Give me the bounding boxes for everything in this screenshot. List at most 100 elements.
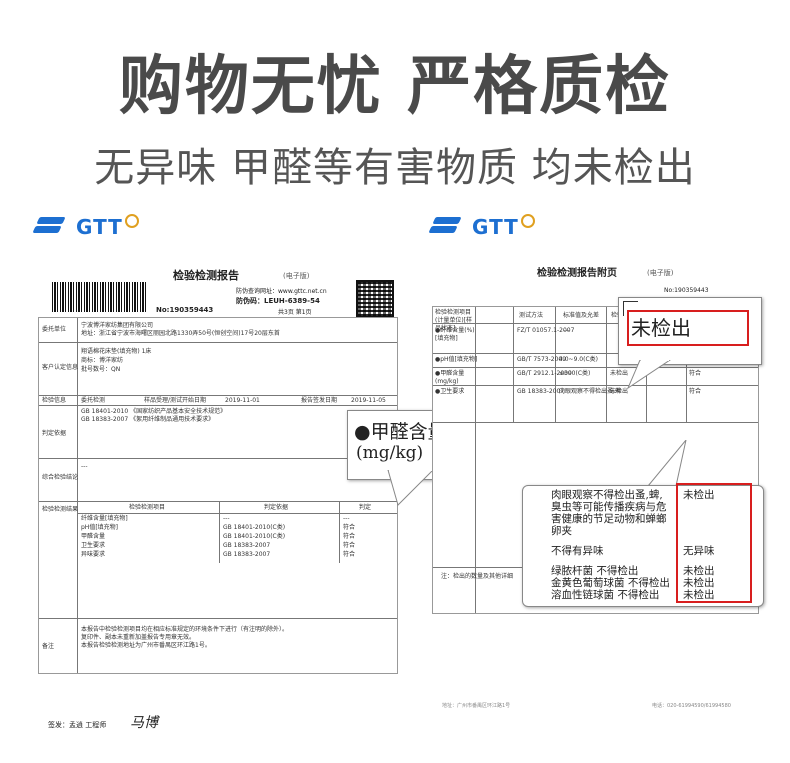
- row-std: 4.0~9.0(C类): [559, 356, 598, 363]
- col-item: 检验检测项目(计量单位)[样品状态]: [435, 309, 473, 332]
- logo-text: GTT: [472, 215, 519, 239]
- result-judge: ---: [343, 515, 350, 522]
- callout-title: ●甲醛含量: [354, 421, 447, 443]
- client-label: 委托单位: [42, 326, 67, 333]
- hygiene-requirements: 肉眼观察不得检出蚤,蜱, 臭虫等可能传播疾病与危 害健康的节足动物和蝉螂 卵夹 …: [551, 489, 670, 601]
- flower-icon: [124, 214, 139, 228]
- signature: 马博: [130, 715, 158, 731]
- left-report-title: 检验检测报告: [173, 269, 239, 282]
- not-detected-callout: 未检出: [618, 297, 762, 365]
- result-item: 甲醛含量: [81, 533, 106, 540]
- red-highlight: [676, 483, 752, 603]
- right-report-title: 检验检测报告附页: [537, 268, 617, 279]
- callout-pointer: [387, 470, 434, 506]
- result-basis: GB 18383-2007: [223, 551, 271, 558]
- signer: 签发：孟逍 工程师: [48, 721, 107, 729]
- right-remark: 注：检出的数量及其他详细: [441, 573, 514, 580]
- result-value: 未检出: [683, 489, 715, 501]
- remark-1: 本报告中检验检测项目均在相应标准规定的环境条件下进行（有注明的除外）。: [81, 626, 289, 633]
- row-method: FZ/T 01057.1-2007: [517, 327, 575, 334]
- row-method: GB/T 2912.1-2009: [517, 370, 572, 377]
- hygiene-line: 害健康的节足动物和蝉螂: [551, 513, 667, 525]
- gtt-logo-left: GTT: [32, 214, 139, 239]
- bacteria-line: 溶血性链球菌 不得检出: [551, 589, 660, 601]
- basis-label: 判定依据: [42, 430, 67, 437]
- anti-fake-code: 防伪码：LEUH-6389-54: [236, 297, 320, 305]
- info-received: 样品受理/测试开始日期: [144, 397, 207, 404]
- results-label: 检验检测结果: [42, 506, 79, 513]
- hygiene-line: 臭虫等可能传播疾病与危: [551, 501, 667, 513]
- row-result: 未检出: [610, 388, 629, 395]
- report-number: No:190359443: [156, 306, 214, 314]
- hygiene-line: 卵夹: [551, 525, 572, 537]
- formaldehyde-callout: ●甲醛含量 (mg/kg): [347, 410, 499, 480]
- row-result: 未检出: [610, 370, 629, 377]
- col-method: 测试方法: [519, 312, 544, 319]
- result-judge: 符合: [343, 533, 356, 540]
- hygiene-line: 肉眼观察不得检出蚤,蜱,: [551, 489, 663, 501]
- result-basis: ---: [223, 515, 230, 522]
- left-report: 检验检测报告 (电子版) No:190359443 防伪查询网址：www.gtt…: [38, 262, 398, 682]
- row-item: ●pH值[填充物]: [435, 356, 478, 363]
- conclusion-label: 综合检验结论: [42, 474, 79, 481]
- remark-2: 复印件、副本未重新加盖报告专用章无效。: [81, 634, 196, 641]
- left-report-table: 委托单位 宁波博洋家纺集团有限公司 地址：浙江省宁波市海曙区丽园北路1330弄5…: [38, 317, 398, 674]
- footer-tel: 电话：020-61994590/61994580: [652, 703, 731, 709]
- result-value: 未检出: [683, 589, 715, 601]
- info-date: 2019-11-01: [225, 397, 260, 404]
- result-item: 卫生要求: [81, 542, 106, 549]
- col-item: 检验检测项目: [129, 504, 166, 511]
- info-type: 委托检测: [81, 397, 106, 404]
- remark-label: 备注: [42, 643, 55, 650]
- info-issue: 报告签发日期: [301, 397, 338, 404]
- row-item: ●甲醛含量(mg/kg): [435, 370, 465, 385]
- logo-text: GTT: [76, 215, 123, 239]
- qr-code: [356, 280, 394, 318]
- gtt-logo-icon: [32, 215, 70, 239]
- red-highlight: [627, 310, 749, 346]
- result-item: 异味要求: [81, 551, 106, 558]
- query-site: 防伪查询网址：www.gttc.net.cn: [236, 288, 327, 295]
- col-judge: 判定: [359, 504, 372, 511]
- col-std: 标准值及允差: [563, 312, 600, 319]
- basis-2: GB 18383-2007 《絮用纤维制品通用技术要求》: [81, 416, 215, 423]
- result-judge: 符合: [343, 551, 356, 558]
- sample-label: 客户认定信息: [42, 364, 79, 371]
- result-value: 无异味: [683, 545, 715, 557]
- sample-brand: 商标：博洋家纺: [81, 357, 124, 364]
- result-value: 未检出: [683, 565, 715, 577]
- gtt-logo-icon: [428, 215, 466, 239]
- row-method: GB/T 7573-2009: [517, 356, 567, 363]
- client-address: 地址：浙江省宁波市海曙区丽园北路1330弄50号(恒创空间)17号20层东首: [81, 330, 280, 337]
- left-report-tag: (电子版): [283, 272, 310, 280]
- hygiene-results: 未检出 无异味 未检出 未检出 未检出: [683, 489, 715, 601]
- sample-name: 翔语棉花床垫(填充物) 1床: [81, 348, 152, 355]
- basis-1: GB 18401-2010 《国家纺织产品基本安全技术规范》: [81, 408, 227, 415]
- hygiene-callout: 肉眼观察不得检出蚤,蜱, 臭虫等可能传播疾病与危 害健康的节足动物和蝉螂 卵夹 …: [522, 483, 764, 607]
- result-judge: 符合: [343, 542, 356, 549]
- row-std: 肉眼观察不得检出蚤,蜱: [559, 388, 621, 395]
- info-label: 检验信息: [42, 397, 67, 404]
- result-judge: 符合: [343, 524, 356, 531]
- flower-icon: [520, 214, 535, 228]
- row-item: ●卫生要求: [435, 388, 465, 395]
- row-judge: 符合: [689, 370, 702, 377]
- remark-3: 本报告检验检测地址为广州市番禺区环江路1号。: [81, 642, 211, 649]
- right-report-tag: (电子版): [647, 269, 674, 277]
- odor-line: 不得有异味: [551, 545, 604, 557]
- result-value: 未检出: [683, 577, 715, 589]
- right-report-number: No:190359443: [664, 287, 709, 294]
- client-name: 宁波博洋家纺集团有限公司: [81, 322, 154, 329]
- result-basis: GB 18401-2010(C类): [223, 524, 286, 531]
- bacteria-line: 绿脓杆菌 不得检出: [551, 565, 639, 577]
- headline: 购物无忧 严格质检: [118, 50, 672, 124]
- callout-pointer: [626, 360, 671, 390]
- callout-unit: (mg/kg): [356, 443, 424, 463]
- not-detected-text: 未检出: [631, 316, 691, 340]
- result-item: 纤维含量[填充物]: [81, 515, 128, 522]
- subline: 无异味 甲醛等有害物质 均未检出: [94, 145, 696, 191]
- row-method: GB 18383-2007: [517, 388, 565, 395]
- row-item: ●纤维含量(%)[填充物]: [435, 327, 475, 342]
- result-basis: GB 18401-2010(C类): [223, 533, 286, 540]
- result-basis: GB 18383-2007: [223, 542, 271, 549]
